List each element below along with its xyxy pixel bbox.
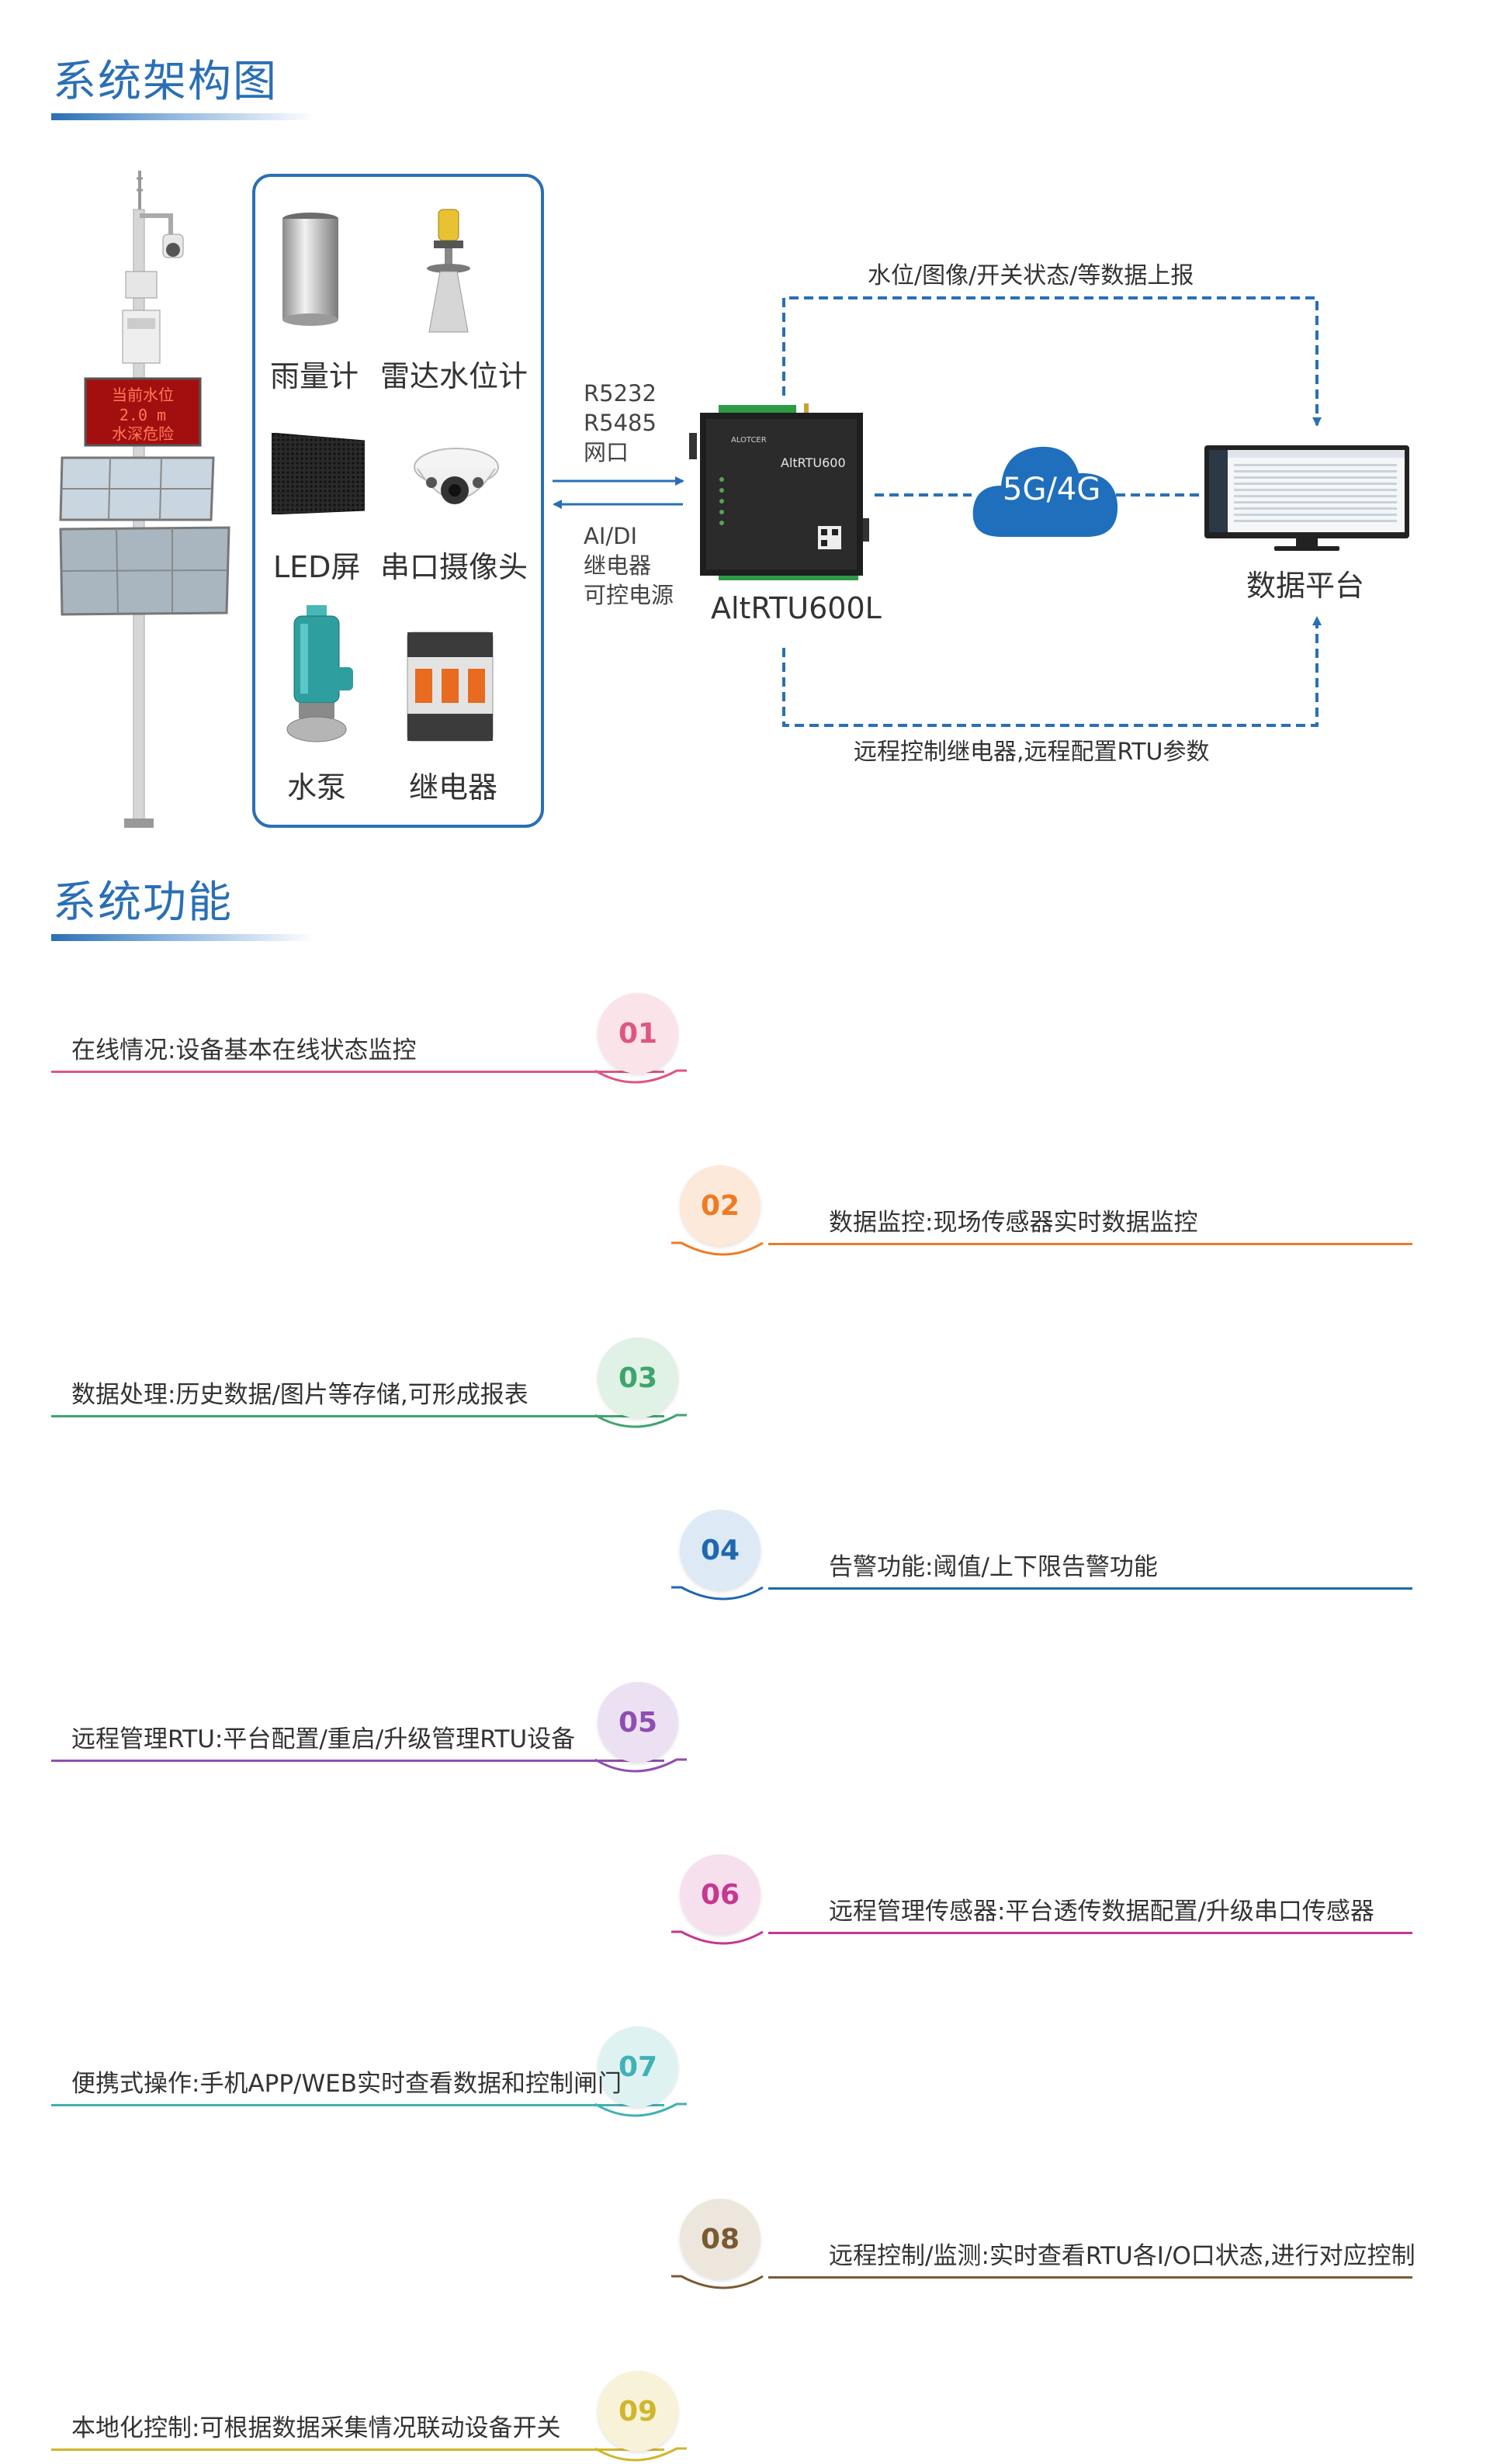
interface-ai-di: AI/DI	[584, 523, 638, 549]
architecture-section-title: 系统架构图	[53, 57, 278, 107]
architecture-connectors	[553, 296, 1322, 727]
network-cloud-icon	[972, 446, 1118, 537]
functions-section-title: 系统功能	[53, 877, 233, 928]
function-number-badge: 09	[598, 2371, 678, 2452]
led-board-line1: 当前水位	[112, 386, 174, 404]
monitoring-station-pole-image: 当前水位 2.0 m 水深危险	[59, 171, 230, 828]
function-divider-line	[51, 1071, 664, 1073]
function-number-badge: 05	[598, 1682, 678, 1763]
function-divider-line	[51, 1760, 664, 1762]
functions-title-underline	[51, 934, 315, 941]
sensor-device-group	[252, 174, 544, 828]
function-number-badge: 01	[598, 993, 678, 1074]
relay-contactor-image	[407, 632, 494, 742]
function-description: 数据监控:现场传感器实时数据监控	[829, 1209, 1198, 1237]
led-board-line3: 水深危险	[112, 424, 174, 443]
device-label-rain-gauge: 雨量计	[270, 359, 359, 393]
function-circle-arc	[671, 1241, 764, 1256]
function-divider-line	[51, 1415, 664, 1417]
device-label-radar-level-meter: 雷达水位计	[380, 359, 528, 393]
function-description: 本地化控制:可根据数据采集情况联动设备开关	[71, 2414, 561, 2442]
interface-network-port: 网口	[584, 439, 629, 465]
function-divider-line	[768, 1587, 1412, 1590]
function-description: 在线情况:设备基本在线状态监控	[71, 1036, 417, 1064]
function-description: 告警功能:阈值/上下限告警功能	[829, 1553, 1158, 1581]
function-description: 远程管理RTU:平台配置/重启/升级管理RTU设备	[71, 1725, 576, 1753]
function-number-badge: 06	[680, 1854, 761, 1935]
network-cloud-label: 5G/4G	[1003, 472, 1101, 507]
function-number-badge: 08	[680, 2199, 761, 2279]
function-circle-arc	[594, 1414, 687, 1428]
device-label-water-pump: 水泵	[287, 770, 347, 805]
function-description: 数据处理:历史数据/图片等存储,可形成报表	[71, 1381, 528, 1409]
device-label-led-screen: LED屏	[273, 550, 361, 584]
interface-rs485: R5485	[584, 410, 657, 436]
data-platform-monitor-image	[1204, 445, 1409, 551]
function-number-badge: 03	[598, 1338, 678, 1418]
rain-gauge-image	[282, 213, 338, 326]
upstream-interface-list: R5232 R5485 网口	[584, 379, 657, 467]
function-description: 远程控制/监测:实时查看RTU各I/O口状态,进行对应控制	[829, 2242, 1416, 2270]
rtu-device-image: ALOTCER AltRTU600	[689, 403, 869, 580]
device-label-relay: 继电器	[409, 770, 498, 805]
radar-level-meter-image	[427, 209, 470, 333]
rtu-brand-print: ALOTCER	[731, 436, 767, 445]
rtu-model-print: AltRTU600	[781, 455, 846, 470]
function-circle-arc	[594, 1069, 687, 1084]
function-description: 便携式操作:手机APP/WEB实时查看数据和控制闸门	[71, 2070, 622, 2098]
interface-relay: 继电器	[584, 552, 652, 579]
function-divider-line	[768, 1243, 1412, 1245]
function-divider-line	[51, 2448, 664, 2451]
data-platform-label: 数据平台	[1246, 569, 1365, 603]
function-divider-line	[51, 2104, 664, 2106]
serial-camera-image	[414, 448, 499, 504]
upload-flow-label: 水位/图像/开关状态/等数据上报	[868, 262, 1194, 289]
led-board-line2: 2.0 m	[120, 406, 166, 424]
function-description: 远程管理传感器:平台透传数据配置/升级串口传感器	[829, 1898, 1374, 1926]
function-divider-line	[768, 1932, 1412, 1934]
device-label-serial-camera: 串口摄像头	[380, 550, 528, 584]
control-flow-line	[782, 616, 1322, 727]
rtu-name-label: AltRTU600L	[711, 591, 882, 625]
function-number-badge: 02	[680, 1165, 761, 1246]
control-flow-label: 远程控制继电器,远程配置RTU参数	[854, 739, 1210, 766]
function-circle-arc	[594, 1758, 687, 1773]
downstream-interface-list: AI/DI 继电器 可控电源	[584, 521, 674, 610]
interface-rs232: R5232	[584, 380, 657, 407]
function-circle-arc	[671, 1586, 764, 1601]
water-pump-image	[286, 605, 353, 742]
function-number-badge: 04	[680, 1510, 761, 1590]
upload-flow-line	[782, 296, 1322, 427]
interface-controlled-power: 可控电源	[584, 582, 674, 608]
architecture-title-underline	[51, 113, 315, 120]
function-divider-line	[768, 2276, 1412, 2279]
led-screen-image	[272, 433, 365, 514]
